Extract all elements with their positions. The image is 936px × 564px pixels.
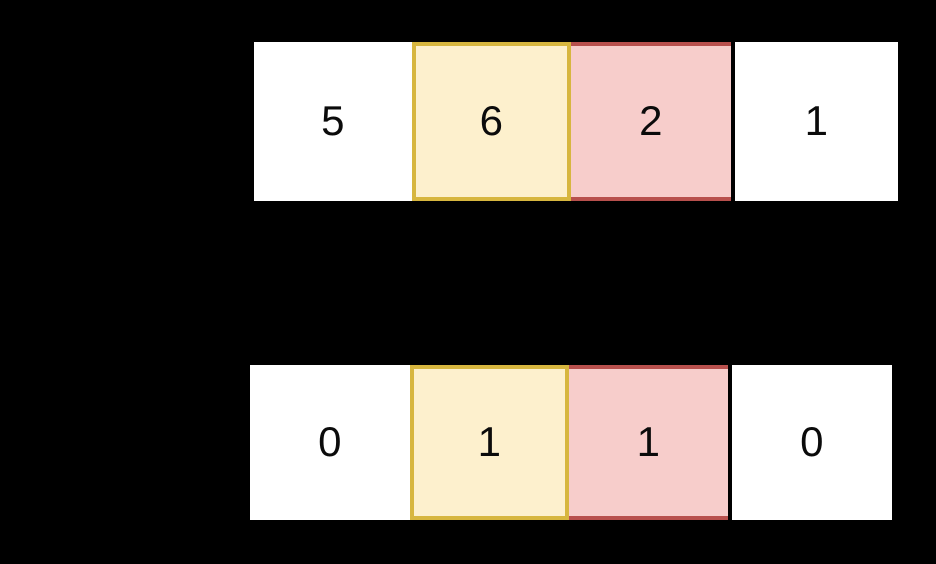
values-cell-1-label: 6 xyxy=(479,96,504,144)
flags-row: 0 1 1 0 xyxy=(250,365,892,520)
values-cell-2[interactable]: 2 xyxy=(571,42,731,201)
flags-cell-3[interactable]: 0 xyxy=(732,365,892,520)
flags-cell-1[interactable]: 1 xyxy=(410,365,569,520)
flags-cell-2-label: 1 xyxy=(636,417,661,465)
values-cell-0-label: 5 xyxy=(321,96,345,144)
values-cell-3-label: 1 xyxy=(804,96,829,144)
values-cell-1[interactable]: 6 xyxy=(412,42,571,201)
values-cell-2-label: 2 xyxy=(639,96,663,144)
flags-cell-3-label: 0 xyxy=(800,417,824,465)
flags-cell-0-label: 0 xyxy=(318,417,342,465)
flags-cell-2[interactable]: 1 xyxy=(569,365,728,520)
flags-cell-1-label: 1 xyxy=(477,417,502,465)
values-cell-0[interactable]: 5 xyxy=(254,42,412,201)
values-row: 5 6 2 1 xyxy=(254,42,898,201)
flags-cell-0[interactable]: 0 xyxy=(250,365,410,520)
values-cell-3[interactable]: 1 xyxy=(735,42,898,201)
